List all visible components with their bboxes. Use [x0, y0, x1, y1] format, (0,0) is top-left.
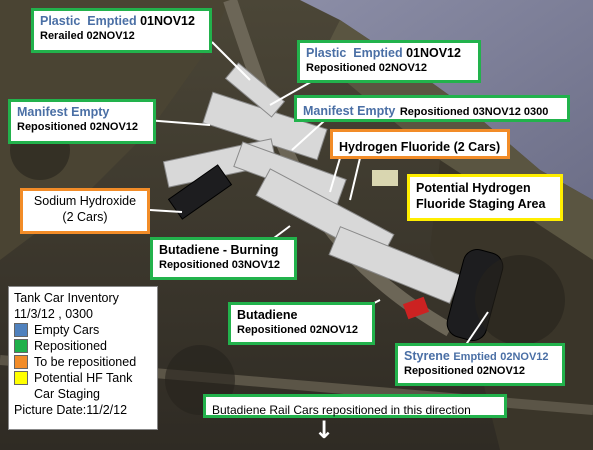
legend-item-to-be-repositioned: To be repositioned [14, 354, 152, 370]
label-bb-line2: Repositioned 03NOV12 [159, 258, 281, 271]
label-hydrogen-fluoride: Hydrogen Fluoride (2 Cars) [330, 129, 510, 159]
label-styrene-line2: Repositioned 02NOV12 [404, 364, 526, 377]
label-styrene-title: Styrene [404, 349, 450, 363]
label-butadiene-burning: Butadiene - Burning Repositioned 03NOV12 [150, 237, 297, 280]
label-manifest-empty-2: Manifest Empty Repositioned 03NOV12 0300 [294, 95, 570, 122]
label-manifest-empty-1: Manifest Empty Repositioned 02NOV12 [8, 99, 156, 144]
label-manifest2-title: Manifest Empty [303, 104, 396, 118]
label-plastic-repositioned: Plastic Emptied 01NOV12 Repositioned 02N… [297, 40, 481, 83]
label-phf-line1: Potential Hydrogen [416, 181, 531, 195]
label-styrene-date: 02NOV12 [500, 351, 549, 363]
label-butadiene-line2: Repositioned 02NOV12 [237, 323, 359, 336]
legend-label-repositioned: Repositioned [34, 339, 107, 353]
label-sodium-hydroxide: Sodium Hydroxide (2 Cars) [20, 188, 150, 234]
legend-swatch-hf-staging [14, 371, 28, 385]
legend-label-to-be-repositioned: To be repositioned [34, 355, 137, 369]
label-plastic-title: Plastic [40, 14, 81, 28]
label-plastic-date: 01NOV12 [140, 14, 195, 28]
legend-item-empty: Empty Cars [14, 322, 152, 338]
legend-swatch-repositioned [14, 339, 28, 353]
label-plastic2-status: Emptied [353, 46, 403, 60]
label-plastic2-line2: Repositioned 02NOV12 [306, 61, 428, 74]
label-plastic-status: Emptied [87, 14, 137, 28]
label-hf-text: Hydrogen Fluoride (2 Cars) [339, 140, 501, 154]
label-plastic2-date: 01NOV12 [406, 46, 461, 60]
label-plastic-rerailed: Plastic Emptied 01NOV12 Rerailed 02NOV12 [31, 8, 212, 53]
label-naoh-line2: (2 Cars) [62, 209, 108, 224]
label-plastic-rerailed-line2: Rerailed 02NOV12 [40, 29, 135, 42]
label-phf-line2: Fluoride Staging Area [416, 196, 546, 211]
label-naoh-line1: Sodium Hydroxide [33, 194, 137, 208]
label-styrene: Styrene Emptied 02NOV12 Repositioned 02N… [395, 343, 565, 386]
label-manifest1-line2: Repositioned 02NOV12 [17, 120, 139, 133]
legend-item-repositioned: Repositioned [14, 338, 152, 354]
label-manifest2-line: Repositioned 03NOV12 0300 [399, 106, 549, 118]
legend-label-hf-staging: Potential HF Tank Car Staging [34, 371, 133, 401]
label-manifest1-title: Manifest Empty [17, 105, 110, 119]
label-direction: Butadiene Rail Cars repositioned in this… [203, 394, 507, 418]
legend-swatch-empty [14, 323, 28, 337]
label-butadiene-line1: Butadiene [237, 308, 298, 322]
label-butadiene: Butadiene Repositioned 02NOV12 [228, 302, 375, 345]
label-potential-hf-staging: Potential Hydrogen Fluoride Staging Area [407, 174, 563, 221]
legend-label-empty: Empty Cars [34, 323, 100, 337]
label-bb-line1: Butadiene - Burning [159, 243, 279, 257]
down-arrow-icon: ↓ [314, 416, 335, 444]
label-plastic2-title: Plastic [306, 46, 347, 60]
legend-item-hf-staging: Potential HF Tank Car Staging [14, 370, 152, 402]
legend-subtitle: 11/3/12 , 0300 [14, 307, 94, 321]
river [300, 0, 593, 200]
legend-swatch-to-be-repositioned [14, 355, 28, 369]
label-direction-text: Butadiene Rail Cars repositioned in this… [212, 403, 471, 417]
legend-title: Tank Car Inventory [14, 291, 119, 305]
legend-picture-date: Picture Date:11/2/12 [14, 403, 128, 417]
tank-car-inventory-legend: Tank Car Inventory 11/3/12 , 0300 Empty … [8, 286, 158, 430]
label-styrene-status: Emptied [453, 351, 497, 363]
